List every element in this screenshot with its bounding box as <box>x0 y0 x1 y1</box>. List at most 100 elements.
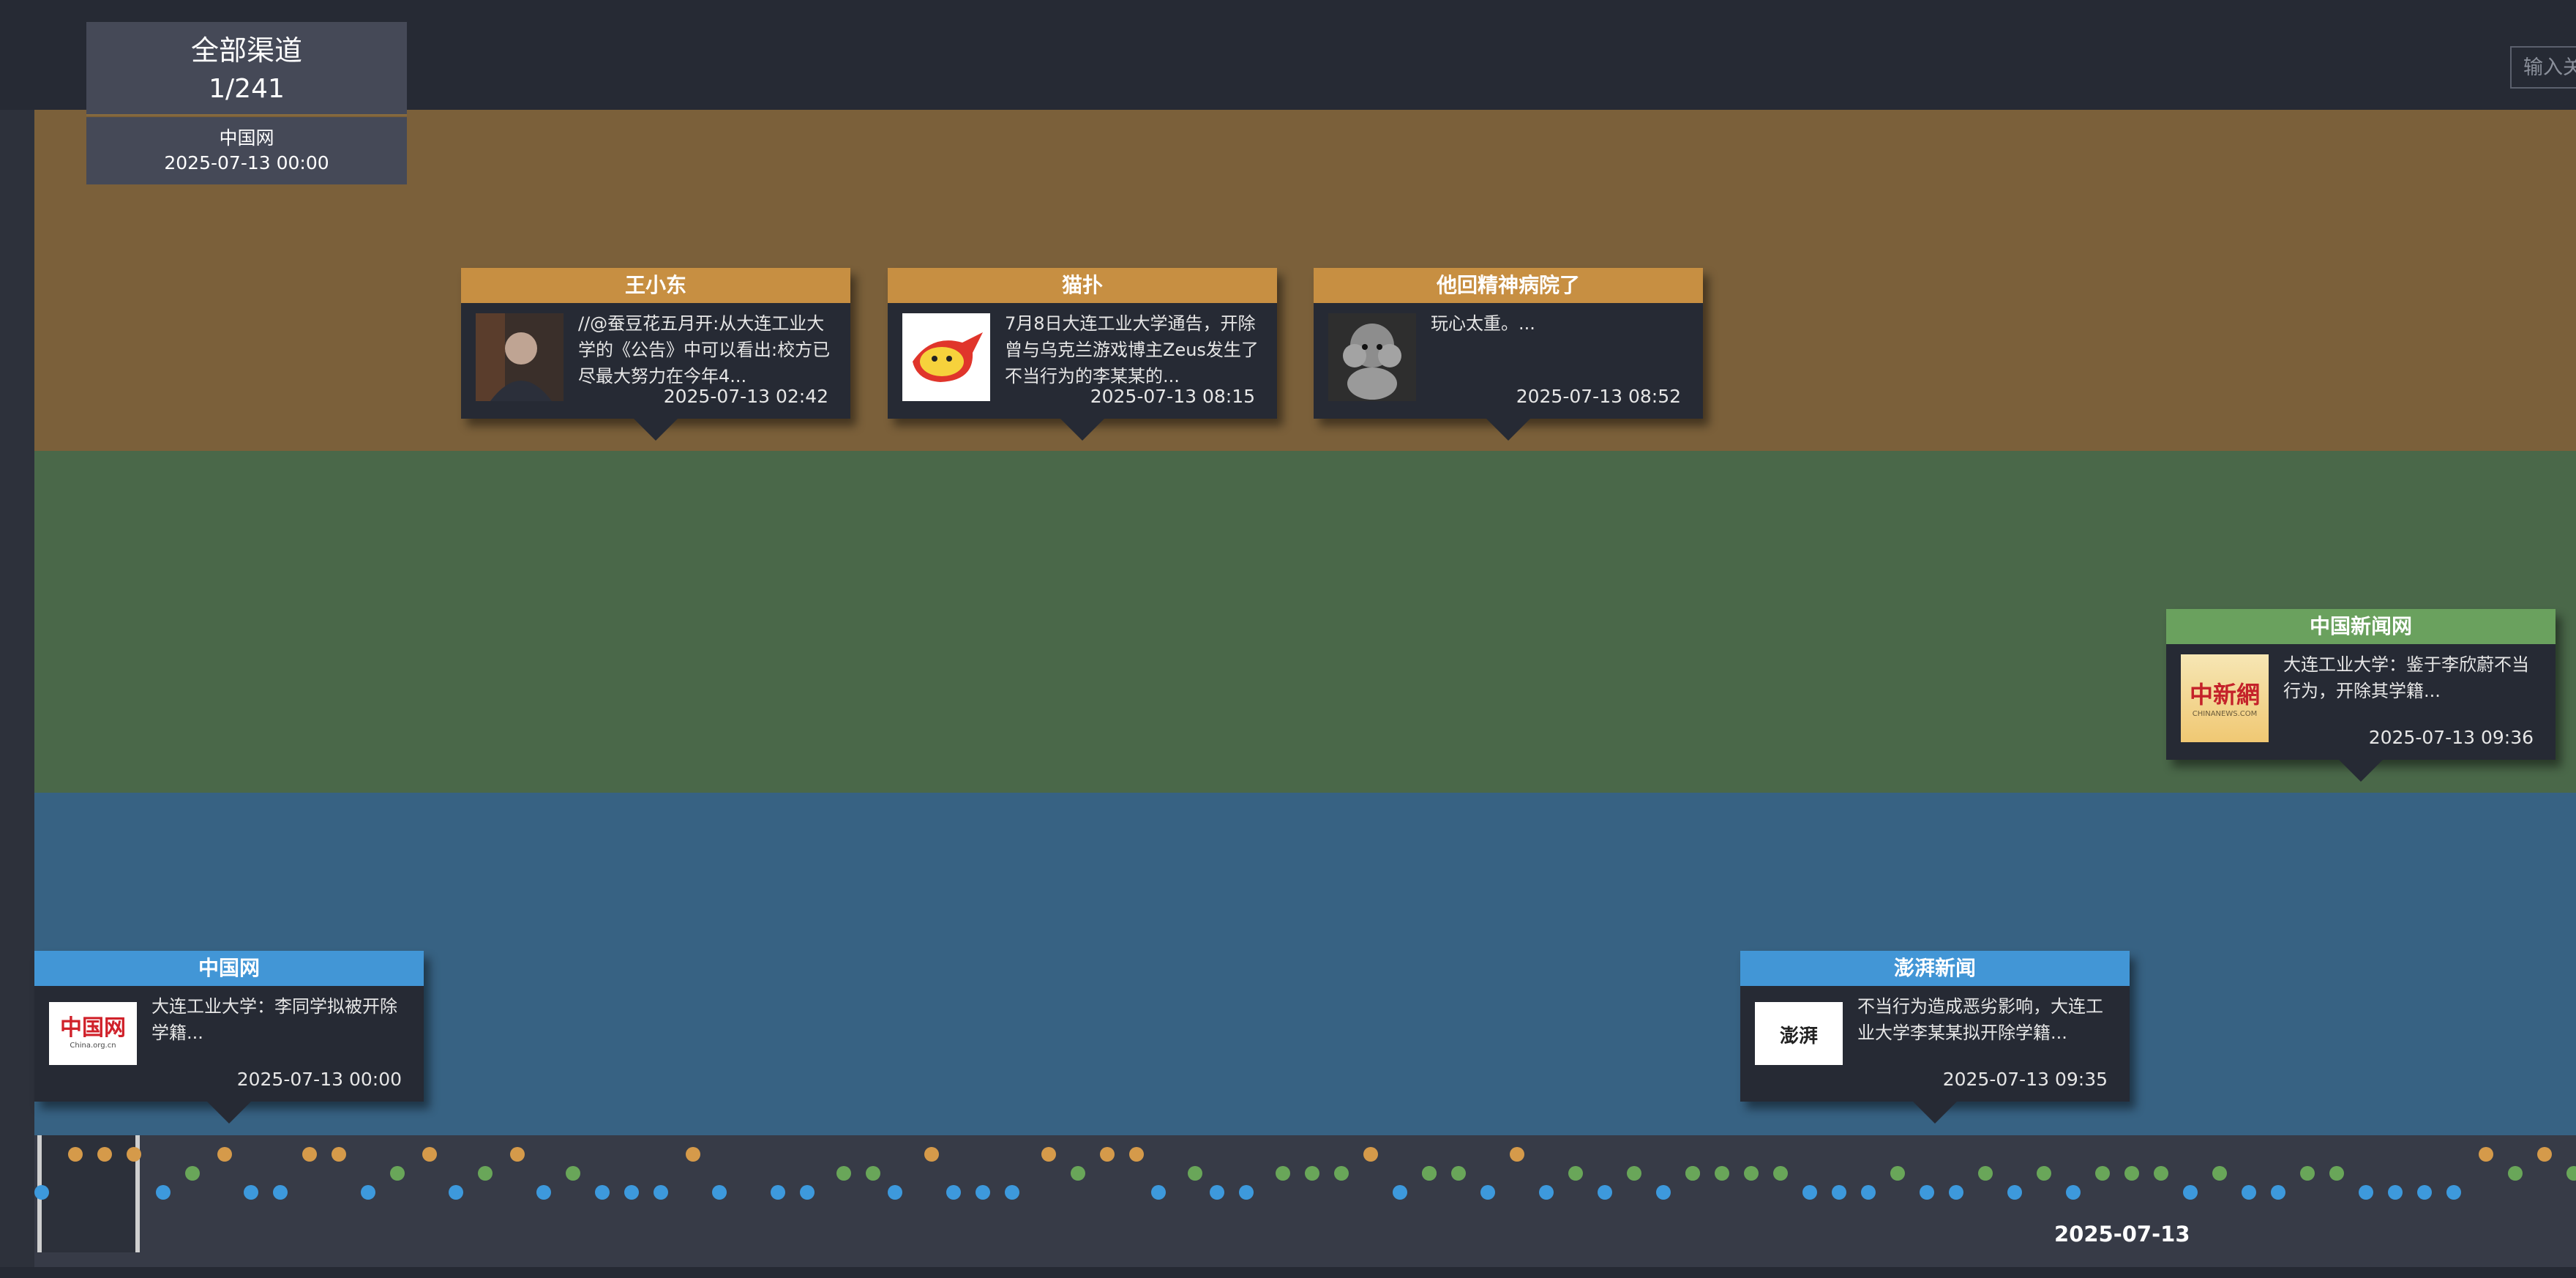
timeline-dot <box>566 1166 580 1181</box>
channel-selector[interactable]: 全部渠道 1/241 中国网 2025-07-13 00:00 <box>86 22 407 184</box>
timeline-dot <box>1480 1185 1495 1200</box>
lane-orange <box>34 110 2576 451</box>
timeline-dot <box>1393 1185 1407 1200</box>
timeline-dot <box>1598 1185 1612 1200</box>
timeline-dot <box>244 1185 258 1200</box>
avatar <box>476 313 564 401</box>
timeline-dot <box>1832 1185 1846 1200</box>
timeline-dot <box>1890 1166 1905 1181</box>
card-time: 2025-07-13 09:36 <box>2368 727 2534 748</box>
timeline-dot <box>866 1166 880 1181</box>
timeline-dot <box>654 1185 668 1200</box>
search-input[interactable] <box>2510 46 2576 89</box>
timeline-dot <box>1539 1185 1554 1200</box>
event-card-chinanews[interactable]: 中国新闻网 中新網 CHINANEWS.COM 大连工业大学：鉴于李欣蔚不当行为… <box>2166 609 2556 782</box>
card-pointer <box>1913 1102 1957 1124</box>
mop-logo <box>902 313 990 401</box>
timeline-dot <box>1071 1166 1085 1181</box>
timeline-dot <box>1305 1166 1319 1181</box>
timeline-dot <box>510 1147 525 1162</box>
timeline-dot <box>2566 1166 2576 1181</box>
card-time: 2025-07-13 09:35 <box>1942 1069 2108 1090</box>
timeline-dot <box>1451 1166 1466 1181</box>
timeline-dot <box>390 1166 405 1181</box>
timeline-dot <box>449 1185 463 1200</box>
card-pointer <box>1060 419 1104 441</box>
timeline-dot <box>1744 1166 1759 1181</box>
timeline-dot <box>2066 1185 2081 1200</box>
china-org-logo: 中国网 China.org.cn <box>49 1002 137 1065</box>
timeline-dot <box>2359 1185 2373 1200</box>
timeline-dot <box>2537 1147 2552 1162</box>
timeline-dot <box>1861 1185 1876 1200</box>
timeline-dot <box>1627 1166 1641 1181</box>
timeline-dot <box>273 1185 288 1200</box>
current-time: 2025-07-13 00:00 <box>164 152 329 173</box>
card-source: 中国新闻网 <box>2166 609 2556 644</box>
timeline-dot <box>1100 1147 1115 1162</box>
timeline-dot <box>836 1166 851 1181</box>
avatar <box>1328 313 1416 401</box>
timeline-dot <box>976 1185 990 1200</box>
card-source: 他回精神病院了 <box>1314 268 1703 303</box>
timeline-dot <box>1276 1166 1290 1181</box>
timeline-dot <box>1773 1166 1788 1181</box>
card-text: 大连工业大学：李同学拟被开除学籍... <box>151 996 397 1043</box>
timeline-dot <box>1151 1185 1166 1200</box>
timeline-dot <box>686 1147 700 1162</box>
timeline-dot <box>536 1185 551 1200</box>
timeline-dot <box>2095 1166 2110 1181</box>
event-card-wang-xiaodong[interactable]: 王小东 //@蚕豆花五月开:从大连工业大学的《公告》中可以看出:校方已尽最大努力… <box>461 268 850 441</box>
timeline-dot <box>624 1185 639 1200</box>
timeline-dot <box>2242 1185 2256 1200</box>
timeline-brush[interactable]: 2025-07-13 <box>34 1135 2576 1267</box>
timeline-dot <box>68 1147 83 1162</box>
timeline-dot <box>1715 1166 1729 1181</box>
channel-title: 全部渠道 <box>190 34 302 67</box>
card-time: 2025-07-13 00:00 <box>236 1069 402 1090</box>
timeline-dot <box>2417 1185 2432 1200</box>
bottom-strip <box>0 1267 2576 1278</box>
timeline-dot <box>332 1147 346 1162</box>
card-source: 猫扑 <box>888 268 1277 303</box>
timeline-dot <box>185 1166 200 1181</box>
timeline-dot <box>2124 1166 2139 1181</box>
timeline-dot <box>800 1185 815 1200</box>
card-time: 2025-07-13 08:52 <box>1516 386 1681 407</box>
timeline-dot <box>2479 1147 2493 1162</box>
thepaper-logo: 澎湃 <box>1755 1002 1843 1065</box>
timeline-dot <box>1041 1147 1056 1162</box>
current-source: 中国网 <box>219 127 274 149</box>
timeline-dot <box>2212 1166 2227 1181</box>
timeline-dot <box>478 1166 493 1181</box>
event-card-user-post[interactable]: 他回精神病院了 玩心太重。... 2025-07-13 08:52 <box>1314 268 1703 441</box>
card-source: 中国网 <box>34 951 424 986</box>
timeline-dot <box>34 1185 49 1200</box>
timeline-dot <box>1510 1147 1524 1162</box>
card-pointer <box>1486 419 1530 441</box>
card-text: 大连工业大学：鉴于李欣蔚不当行为，开除其学籍... <box>2283 654 2529 701</box>
timeline-dot <box>1568 1166 1583 1181</box>
card-text: 7月8日大连工业大学通告，开除曾与乌克兰游戏博主Zeus发生了不当行为的李某某的… <box>1005 313 1259 386</box>
event-card-maopu[interactable]: 猫扑 7月8日大连工业大学通告，开除曾与乌克兰游戏博主Zeus发生了不当行为的李… <box>888 268 1277 441</box>
timeline-window[interactable] <box>37 1135 140 1252</box>
timeline-dot <box>1949 1185 1963 1200</box>
timeline-dot <box>2329 1166 2344 1181</box>
timeline-dot <box>1239 1185 1254 1200</box>
timeline-dot <box>2446 1185 2461 1200</box>
timeline-dot <box>924 1147 939 1162</box>
event-card-china-org[interactable]: 中国网 中国网 China.org.cn 大连工业大学：李同学拟被开除学籍...… <box>34 951 424 1124</box>
timeline-dot <box>946 1185 961 1200</box>
event-card-thepaper[interactable]: 澎湃新闻 澎湃 不当行为造成恶劣影响，大连工业大学李某某拟开除学籍... 202… <box>1740 951 2130 1124</box>
timeline-dot <box>595 1185 610 1200</box>
timeline-dot <box>1363 1147 1378 1162</box>
card-pointer <box>207 1102 251 1124</box>
left-rail <box>0 110 34 1268</box>
timeline-dot <box>888 1185 902 1200</box>
timeline-dot <box>2183 1185 2198 1200</box>
timeline-dot <box>1188 1166 1202 1181</box>
timeline-dot <box>1005 1185 1019 1200</box>
timeline-dot <box>1978 1166 1993 1181</box>
timeline-dot <box>156 1185 171 1200</box>
card-text: //@蚕豆花五月开:从大连工业大学的《公告》中可以看出:校方已尽最大努力在今年4… <box>578 313 831 386</box>
